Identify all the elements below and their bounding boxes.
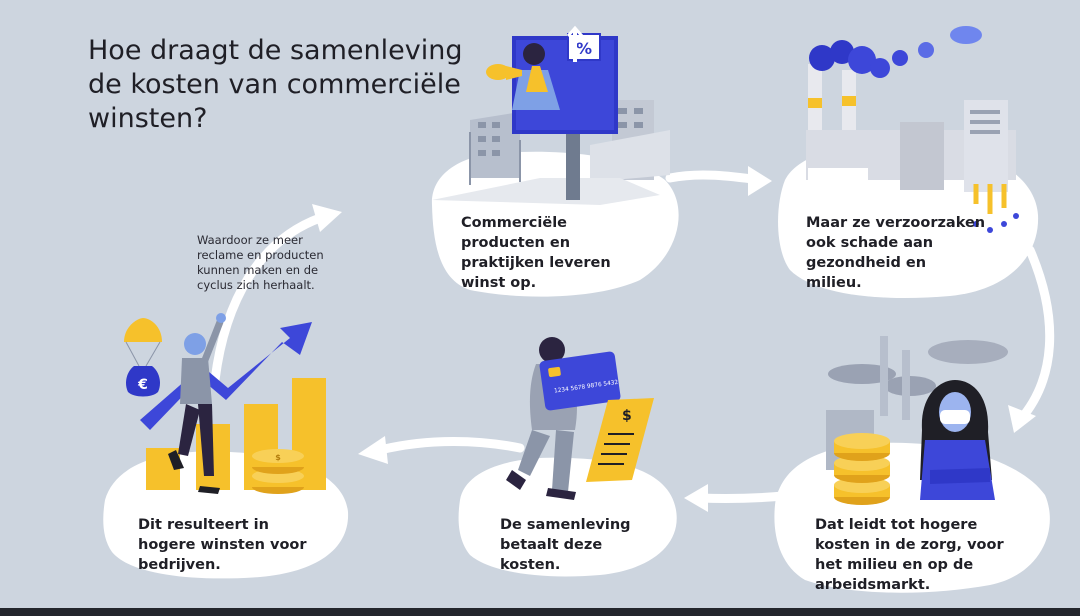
- face-mask-icon: [940, 410, 970, 424]
- billboard-sign-text: %: [576, 39, 592, 58]
- receipt-icon: $: [586, 398, 654, 482]
- pollution-costs-scene: [826, 336, 1008, 505]
- page-title: Hoe draagt de samenleving de kosten van …: [88, 35, 463, 134]
- step-5-text: Dit resulteert in hogere winsten voor be…: [138, 517, 307, 573]
- coin-stack-left: $: [252, 449, 304, 494]
- trend-arrow: [140, 322, 312, 430]
- coin-stack-right: [834, 433, 890, 505]
- arrow-step2-to-step3: [1015, 245, 1055, 425]
- step-1-text: Commerciële producten en praktijken leve…: [461, 215, 611, 291]
- factory-scene: [806, 26, 1019, 233]
- billboard-woman-head: [523, 43, 545, 65]
- billboard-scene: %: [432, 25, 670, 205]
- arrow-step4-to-step5: [375, 437, 525, 455]
- money-bag-parachute-icon: €: [124, 318, 162, 397]
- man-head: [184, 333, 206, 355]
- blob-step4: [458, 457, 677, 577]
- receipt-symbol: $: [622, 408, 632, 424]
- bottom-bar: [0, 608, 1080, 616]
- step-2-text: Maar ze verzoorzaken ook schade aan gezo…: [806, 215, 986, 291]
- payment-scene: 1234 5678 9876 5432 $: [506, 337, 654, 500]
- step-3-text: Dat leidt tot hogere kosten in de zorg, …: [815, 517, 1004, 593]
- paying-woman-head: [539, 337, 565, 363]
- profits-scene: $ €: [124, 313, 326, 494]
- credit-card-icon: 1234 5678 9876 5432: [539, 351, 621, 411]
- cycle-note: Waardoor ze meer reclame en producten ku…: [197, 233, 324, 292]
- step-4-text: De samenleving betaalt deze kosten.: [500, 517, 631, 573]
- megaphone-icon: [486, 64, 510, 80]
- coin-symbol: $: [275, 453, 281, 462]
- money-bag-symbol: €: [137, 377, 148, 393]
- arrow-step1-to-step2: [665, 170, 765, 185]
- arrow-step5-to-step1: [210, 213, 325, 385]
